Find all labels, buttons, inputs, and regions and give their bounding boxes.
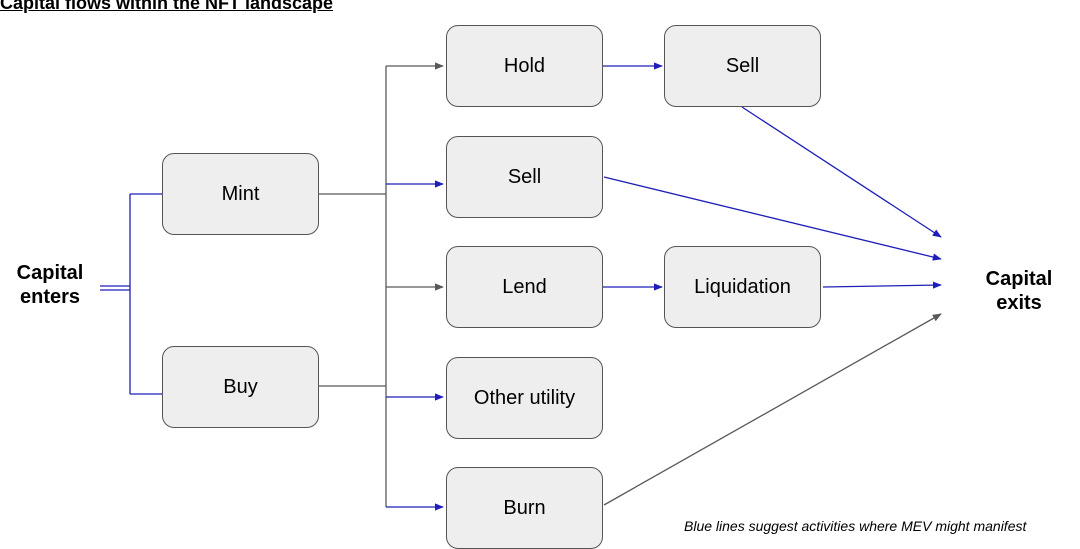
capital-enters-line1: Capital [16, 262, 84, 284]
flow-diagram [100, 62, 942, 511]
other-utility-node: Other utility [446, 357, 603, 439]
liquidation-to-exit-arrow [822, 281, 942, 289]
capital-enters-label: Capital enters [6, 261, 94, 309]
sell-after-hold-to-exit-arrow [741, 106, 942, 238]
sell-to-exit-arrow [603, 176, 942, 261]
capital-exits-label: Capital exits [975, 267, 1063, 315]
liquidation-node: Liquidation [664, 246, 821, 328]
capital-exits-line1: Capital [985, 268, 1053, 290]
sell-node: Sell [446, 136, 603, 218]
mev-footnote: Blue lines suggest activities where MEV … [684, 518, 1027, 534]
hold-node: Hold [446, 25, 603, 107]
lend-node: Lend [446, 246, 603, 328]
capital-exits-line2: exits [996, 292, 1042, 314]
mint-node: Mint [162, 153, 319, 235]
sell-after-hold-node: Sell [664, 25, 821, 107]
diagram-title: Capital flows within the NFT landscape [0, 0, 334, 13]
buy-node: Buy [162, 346, 319, 428]
capital-enters-line2: enters [19, 286, 81, 308]
burn-node: Burn [446, 467, 603, 549]
burn-to-exit-arrow [603, 313, 942, 506]
